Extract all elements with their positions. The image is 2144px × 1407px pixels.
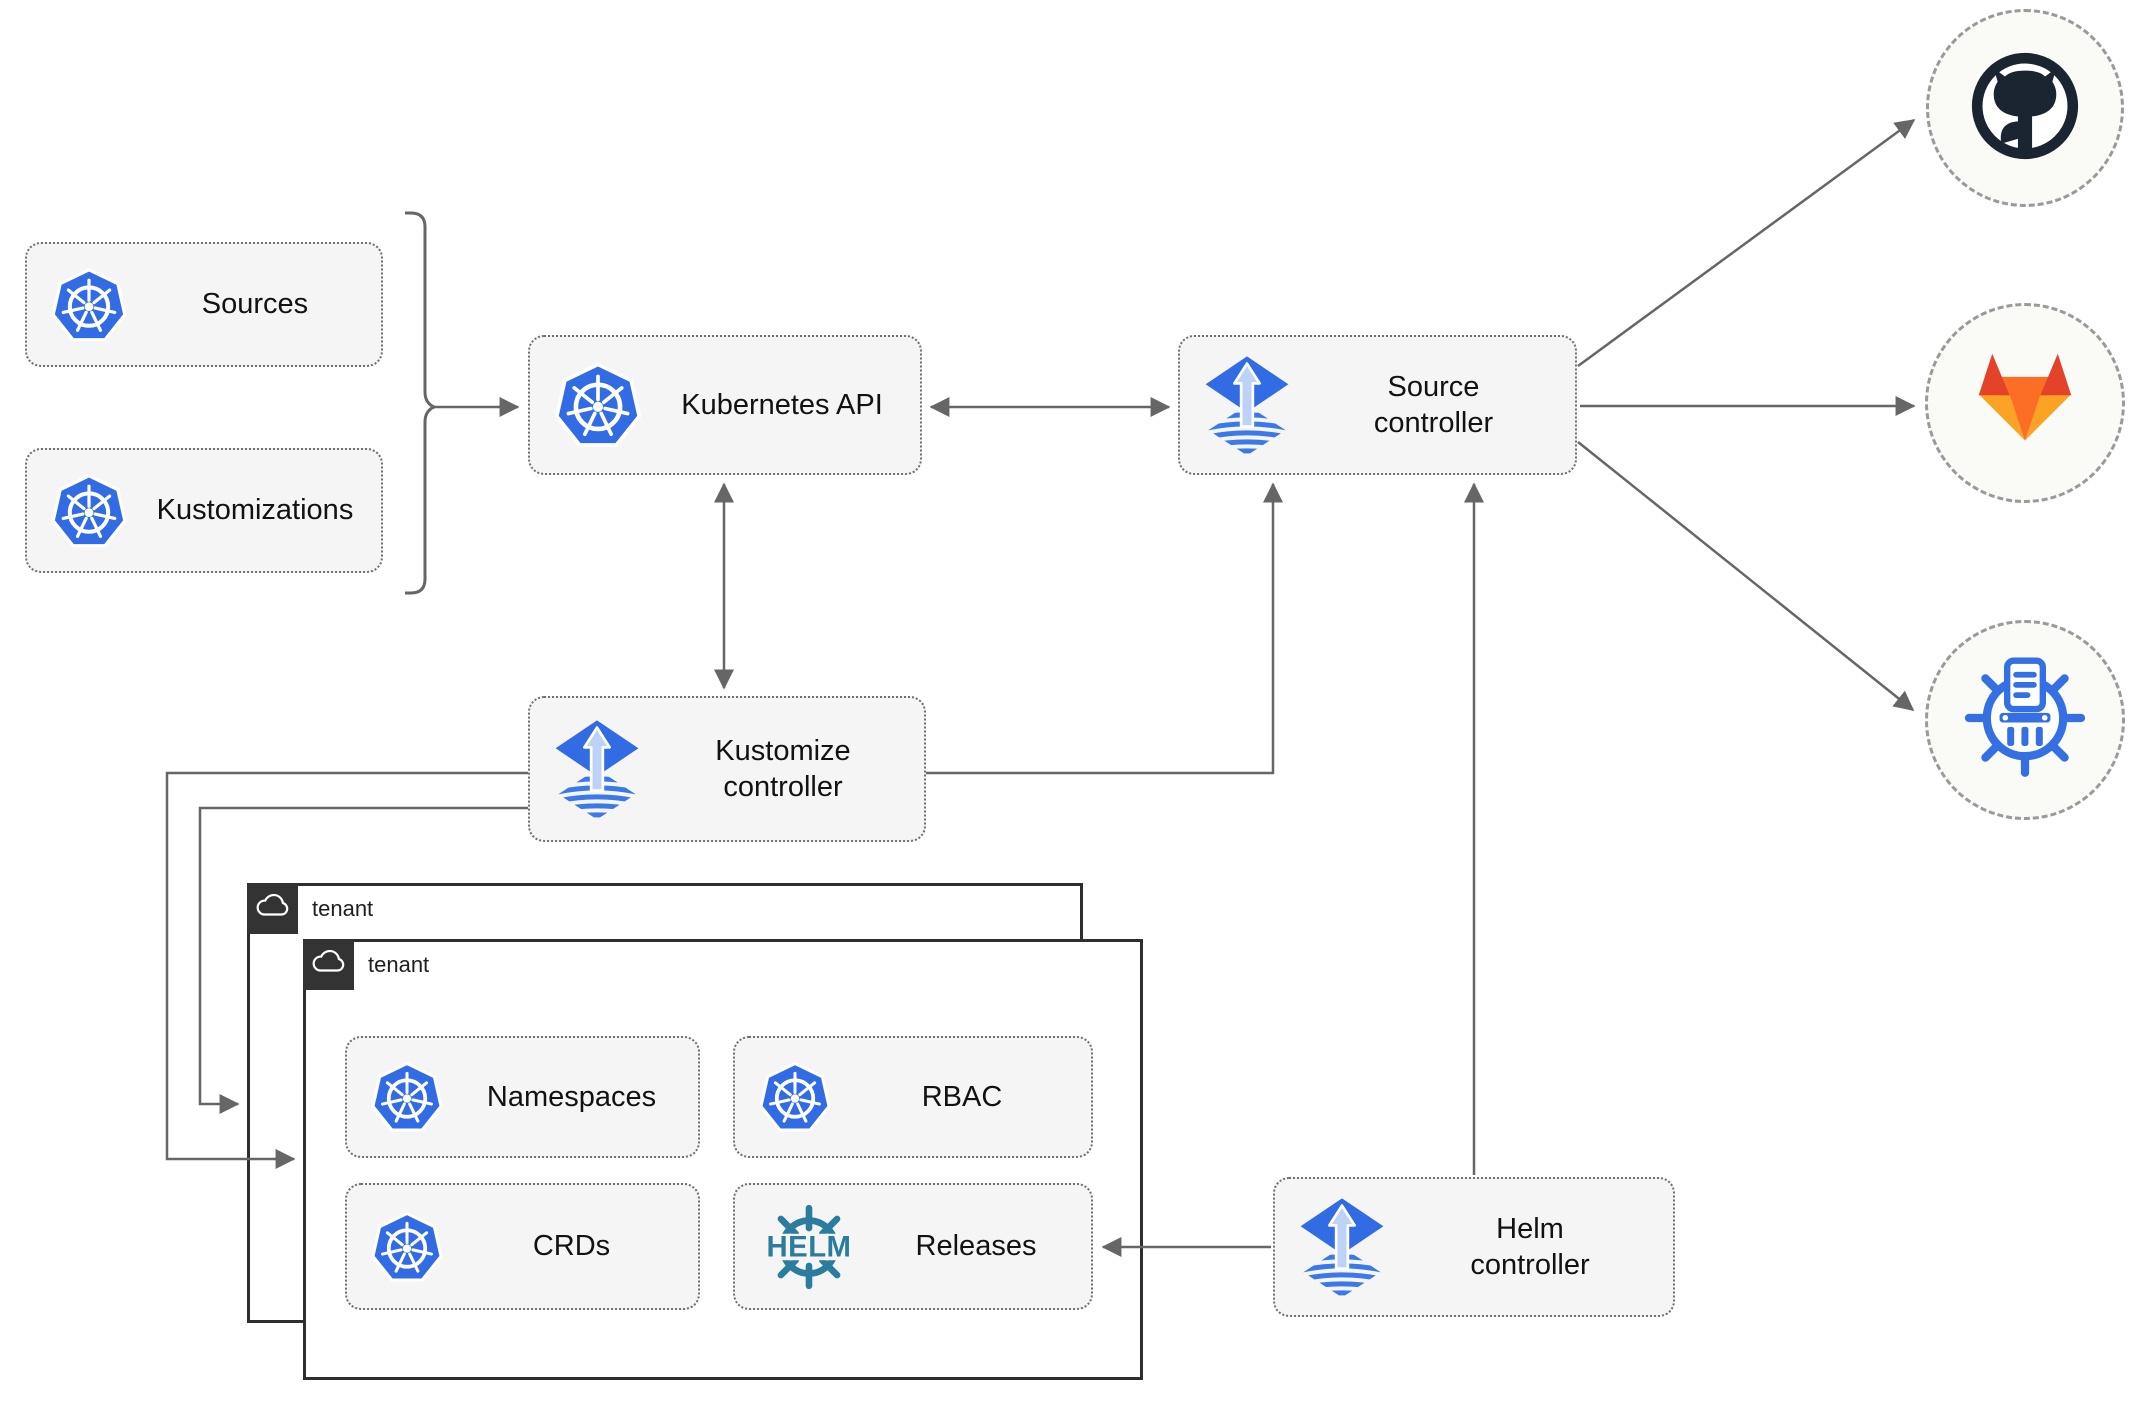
node-label: Source controller xyxy=(1373,370,1494,439)
helm-wordmark: HELM xyxy=(767,1230,852,1263)
kubernetes-icon xyxy=(369,1059,445,1135)
endpoint-gitlab xyxy=(1925,303,2125,503)
node-label: RBAC xyxy=(921,1080,1003,1113)
endpoint-github xyxy=(1926,9,2124,207)
node-releases: HELM Releases xyxy=(733,1183,1093,1310)
node-kustomizations: Kustomizations xyxy=(25,448,383,573)
node-label: Helm controller xyxy=(1470,1212,1590,1281)
node-kustomize-controller: Kustomize controller xyxy=(528,696,926,842)
node-label: CRDs xyxy=(532,1230,611,1263)
node-label: Releases xyxy=(915,1230,1037,1263)
flux-icon xyxy=(1202,354,1292,456)
node-namespaces: Namespaces xyxy=(345,1036,700,1158)
kubernetes-icon xyxy=(552,359,644,451)
github-icon xyxy=(1966,47,2084,170)
tenant-group-label: tenant xyxy=(368,952,430,977)
tenant-tab xyxy=(303,939,354,990)
endpoint-chartmuseum xyxy=(1925,620,2125,820)
kubernetes-icon xyxy=(757,1059,833,1135)
node-helm-controller: Helm controller xyxy=(1273,1177,1675,1317)
node-kubernetes-api: Kubernetes API xyxy=(528,335,922,475)
flux-icon xyxy=(552,718,642,820)
tenant-group-label: tenant xyxy=(312,896,374,921)
node-label: Kustomizations xyxy=(156,494,354,527)
node-source-controller: Source controller xyxy=(1178,335,1577,475)
cloud-icon xyxy=(311,949,347,980)
chartmuseum-icon xyxy=(1961,648,2089,793)
node-label: Kubernetes API xyxy=(681,388,883,421)
node-sources: Sources xyxy=(25,242,383,367)
node-label: Kustomize controller xyxy=(715,734,851,803)
gitlab-icon xyxy=(1967,348,2083,459)
flux-icon xyxy=(1297,1196,1387,1298)
node-label: Sources xyxy=(201,288,309,321)
node-rbac: RBAC xyxy=(733,1036,1093,1158)
helm-icon: HELM xyxy=(757,1199,861,1295)
kubernetes-icon xyxy=(49,265,129,345)
kubernetes-icon xyxy=(49,471,129,551)
tenant-tab xyxy=(247,883,298,934)
tenant-group-front: tenant xyxy=(303,939,1143,1380)
kubernetes-icon xyxy=(369,1209,445,1285)
node-crds: CRDs xyxy=(345,1183,700,1310)
cloud-icon xyxy=(255,893,291,924)
node-label: Namespaces xyxy=(486,1080,657,1113)
